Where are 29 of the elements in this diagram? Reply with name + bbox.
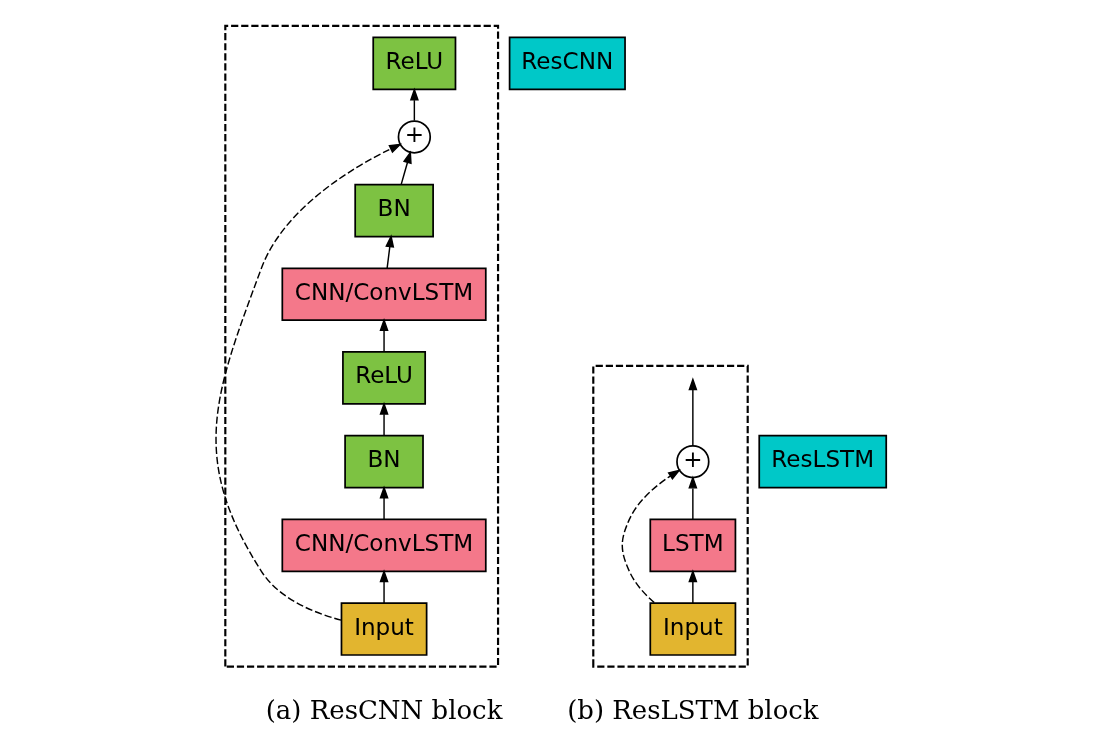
node-box: ReLU	[371, 36, 456, 91]
arrow	[687, 569, 697, 604]
node-box: CNN/ConvLSTM	[280, 267, 487, 322]
cluster	[591, 364, 749, 668]
node-box: BN	[343, 434, 424, 489]
node-circle: +	[675, 444, 710, 479]
node-box: ResLSTM	[757, 434, 887, 489]
arrow	[687, 475, 697, 520]
arrow	[379, 401, 389, 437]
arrow	[621, 469, 681, 604]
node-box: Input	[648, 602, 736, 656]
node-box: Input	[340, 602, 427, 656]
arrow	[400, 150, 412, 186]
arrow	[379, 485, 389, 520]
node-box: ReLU	[341, 351, 426, 405]
label: (a) ResCNN block	[265, 695, 502, 726]
node-box: BN	[353, 183, 434, 238]
node-box: LSTM	[648, 518, 736, 573]
arrow	[384, 234, 394, 269]
arrow	[409, 87, 419, 122]
node-circle: +	[397, 120, 431, 154]
arrow	[215, 143, 402, 621]
node-box: CNN/ConvLSTM	[280, 518, 487, 573]
label: (b) ResLSTM block	[566, 695, 819, 726]
cluster	[223, 24, 499, 668]
arrow	[687, 377, 697, 447]
arrow	[379, 318, 389, 353]
arrow	[379, 569, 389, 604]
node-box: ResCNN	[508, 36, 626, 91]
